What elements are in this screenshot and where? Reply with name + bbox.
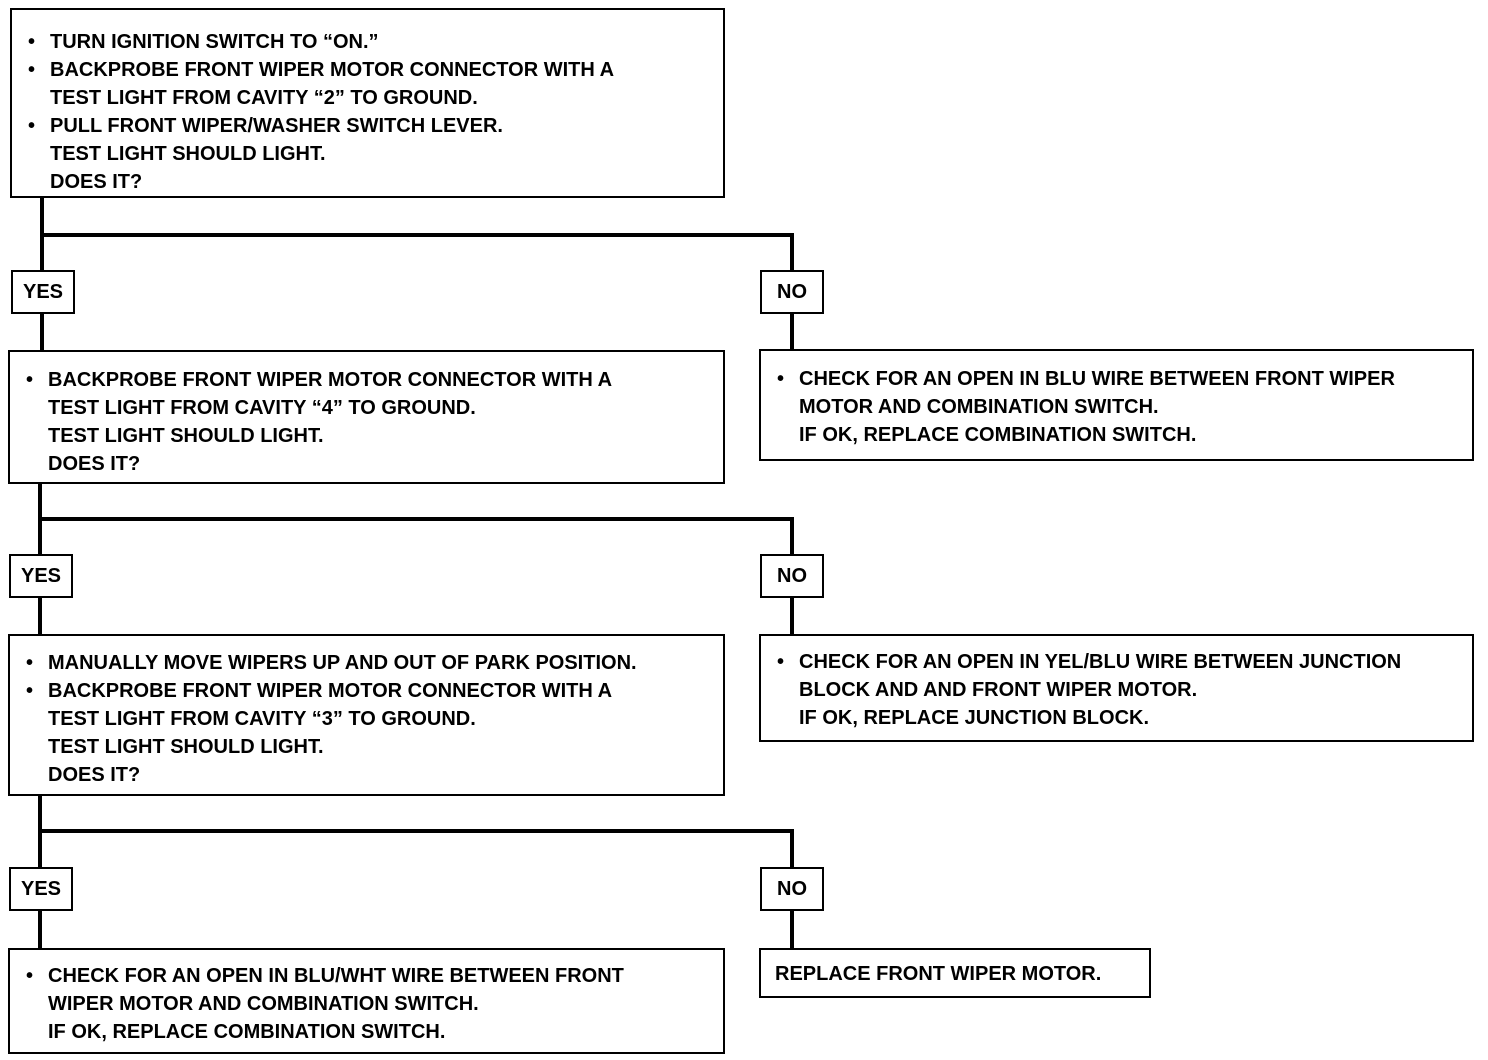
step3-no-box: REPLACE FRONT WIPER MOTOR. xyxy=(759,948,1151,998)
bullet: • xyxy=(26,965,34,987)
step3-yes-item-line: WIPER MOTOR AND COMBINATION SWITCH. xyxy=(48,993,479,1015)
step1-item-line: TEST LIGHT SHOULD LIGHT. xyxy=(50,143,326,165)
step3-no-text: REPLACE FRONT WIPER MOTOR. xyxy=(775,963,1102,985)
step2-no-box: • CHECK FOR AN OPEN IN YEL/BLU WIRE BETW… xyxy=(759,634,1474,742)
step2-box: • BACKPROBE FRONT WIPER MOTOR CONNECTOR … xyxy=(8,350,725,484)
step1-item-line: PULL FRONT WIPER/WASHER SWITCH LEVER. xyxy=(50,115,503,137)
step2-item-line: BACKPROBE FRONT WIPER MOTOR CONNECTOR WI… xyxy=(48,369,613,391)
step2-item-line: TEST LIGHT SHOULD LIGHT. xyxy=(48,425,324,447)
step3-item: • MANUALLY MOVE WIPERS UP AND OUT OF PAR… xyxy=(10,649,723,677)
step1-no-item-line: CHECK FOR AN OPEN IN BLU WIRE BETWEEN FR… xyxy=(799,368,1395,390)
step1-yes-label: YES xyxy=(11,270,75,314)
step2-no-item-line: IF OK, REPLACE JUNCTION BLOCK. xyxy=(799,707,1150,729)
step1-item-line: BACKPROBE FRONT WIPER MOTOR CONNECTOR WI… xyxy=(50,59,615,81)
step3-no-label: NO xyxy=(760,867,824,911)
step3-item-line: BACKPROBE FRONT WIPER MOTOR CONNECTOR WI… xyxy=(48,680,613,702)
connector-line xyxy=(38,517,794,521)
step3-item-line: TEST LIGHT SHOULD LIGHT. xyxy=(48,736,324,758)
connector-line xyxy=(38,596,42,636)
step2-list: • BACKPROBE FRONT WIPER MOTOR CONNECTOR … xyxy=(10,366,723,478)
step1-item-line: TEST LIGHT FROM CAVITY “2” TO GROUND. xyxy=(50,87,478,109)
step3-item: • BACKPROBE FRONT WIPER MOTOR CONNECTOR … xyxy=(10,677,723,789)
step2-item: • BACKPROBE FRONT WIPER MOTOR CONNECTOR … xyxy=(10,366,723,478)
connector-line xyxy=(38,829,794,833)
step2-no-label: NO xyxy=(760,554,824,598)
connector-line xyxy=(790,233,794,273)
connector-line xyxy=(790,829,794,869)
bullet: • xyxy=(28,31,36,53)
step3-yes-item: • CHECK FOR AN OPEN IN BLU/WHT WIRE BETW… xyxy=(10,962,723,1046)
connector-line xyxy=(38,909,42,951)
bullet: • xyxy=(26,369,34,391)
step1-list: • TURN IGNITION SWITCH TO “ON.” • BACKPR… xyxy=(12,28,723,196)
step1-item-line: DOES IT? xyxy=(50,171,143,193)
bullet: • xyxy=(777,368,785,390)
step2-yes-label: YES xyxy=(9,554,73,598)
bullet: • xyxy=(26,680,34,702)
connector-line xyxy=(40,312,44,352)
step1-no-item: • CHECK FOR AN OPEN IN BLU WIRE BETWEEN … xyxy=(761,365,1472,449)
step2-no-item-line: BLOCK AND AND FRONT WIPER MOTOR. xyxy=(799,679,1198,701)
step3-item-line: TEST LIGHT FROM CAVITY “3” TO GROUND. xyxy=(48,708,476,730)
connector-line xyxy=(790,517,794,557)
step1-no-label: NO xyxy=(760,270,824,314)
step2-no-item: • CHECK FOR AN OPEN IN YEL/BLU WIRE BETW… xyxy=(761,648,1472,732)
step3-box: • MANUALLY MOVE WIPERS UP AND OUT OF PAR… xyxy=(8,634,725,796)
step3-item-line: MANUALLY MOVE WIPERS UP AND OUT OF PARK … xyxy=(48,652,637,674)
step3-yes-label: YES xyxy=(9,867,73,911)
step1-box: • TURN IGNITION SWITCH TO “ON.” • BACKPR… xyxy=(10,8,725,198)
step2-no-list: • CHECK FOR AN OPEN IN YEL/BLU WIRE BETW… xyxy=(761,648,1472,732)
step3-item-line: DOES IT? xyxy=(48,764,141,786)
connector-line xyxy=(790,312,794,352)
step1-item: • TURN IGNITION SWITCH TO “ON.” xyxy=(12,28,723,56)
step3-yes-box: • CHECK FOR AN OPEN IN BLU/WHT WIRE BETW… xyxy=(8,948,725,1054)
step1-item-line: TURN IGNITION SWITCH TO “ON.” xyxy=(50,31,379,53)
step2-item-line: TEST LIGHT FROM CAVITY “4” TO GROUND. xyxy=(48,397,476,419)
step3-list: • MANUALLY MOVE WIPERS UP AND OUT OF PAR… xyxy=(10,649,723,789)
step3-yes-item-line: IF OK, REPLACE COMBINATION SWITCH. xyxy=(48,1021,446,1043)
step2-no-item-line: CHECK FOR AN OPEN IN YEL/BLU WIRE BETWEE… xyxy=(799,651,1402,673)
connector-line xyxy=(40,233,794,237)
step1-item: • PULL FRONT WIPER/WASHER SWITCH LEVER. … xyxy=(12,112,723,196)
bullet: • xyxy=(28,115,36,137)
step1-item: • BACKPROBE FRONT WIPER MOTOR CONNECTOR … xyxy=(12,56,723,112)
step1-no-list: • CHECK FOR AN OPEN IN BLU WIRE BETWEEN … xyxy=(761,365,1472,449)
step3-yes-item-line: CHECK FOR AN OPEN IN BLU/WHT WIRE BETWEE… xyxy=(48,965,624,987)
step2-item-line: DOES IT? xyxy=(48,453,141,475)
bullet: • xyxy=(26,652,34,674)
bullet: • xyxy=(777,651,785,673)
step1-no-item-line: IF OK, REPLACE COMBINATION SWITCH. xyxy=(799,424,1197,446)
step3-yes-list: • CHECK FOR AN OPEN IN BLU/WHT WIRE BETW… xyxy=(10,962,723,1046)
step1-no-item-line: MOTOR AND COMBINATION SWITCH. xyxy=(799,396,1159,418)
bullet: • xyxy=(28,59,36,81)
connector-line xyxy=(790,909,794,951)
connector-line xyxy=(790,596,794,636)
step1-no-box: • CHECK FOR AN OPEN IN BLU WIRE BETWEEN … xyxy=(759,349,1474,461)
